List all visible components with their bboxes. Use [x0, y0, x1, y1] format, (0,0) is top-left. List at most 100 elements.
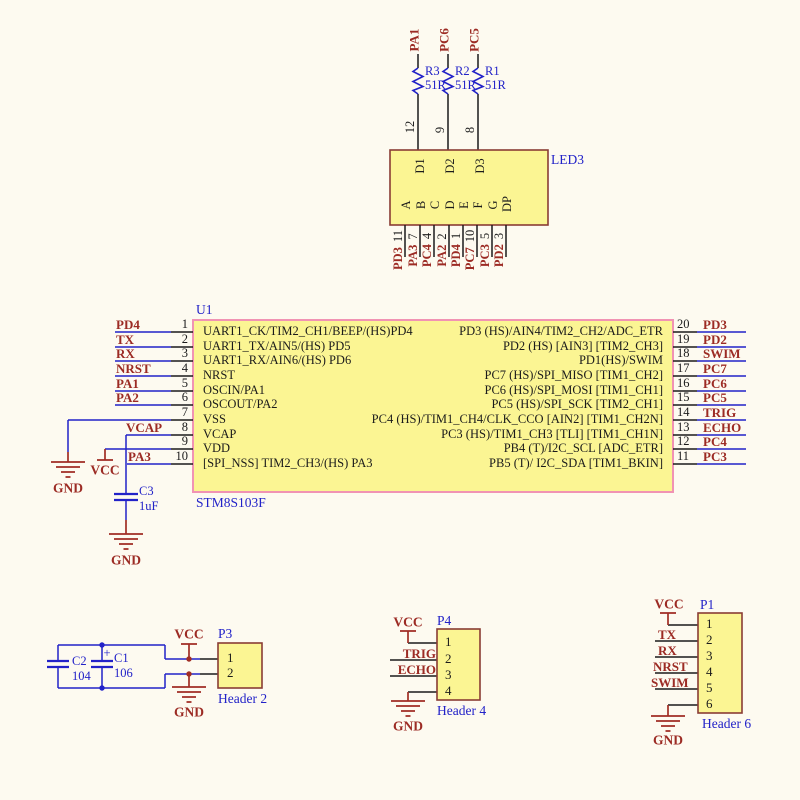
u1-pin-number-14: 14 [677, 405, 690, 419]
p1-body[interactable] [697, 612, 743, 714]
u1-pin-name-4: NRST [203, 368, 235, 382]
led-pin-number-8: 8 [462, 126, 477, 134]
resistor-ref-r2: R2 [455, 64, 470, 78]
p1-pin-3: 3 [706, 648, 713, 663]
led-segment-b: B [413, 200, 428, 210]
vcc-label-p4: VCC [393, 614, 423, 630]
c2-value: 104 [72, 669, 91, 683]
u1-pin-number-16: 16 [677, 376, 690, 390]
led-pin-number-9: 9 [432, 126, 447, 134]
u1-pin-number-10: 10 [175, 449, 189, 463]
p3-type: Header 2 [218, 691, 268, 706]
net-label-pa3: PA3 [128, 449, 151, 464]
p4-type: Header 4 [437, 703, 487, 718]
gnd-symbol-c3 [109, 520, 143, 550]
resistor-value-r2: 51R [455, 78, 476, 92]
p4-pin-3: 3 [445, 667, 452, 682]
c3-value: 1uF [139, 499, 159, 513]
u1-pin-number-1: 1 [181, 317, 188, 331]
c3-ref: C3 [139, 484, 154, 498]
led-bottom-label-0: PD311 [391, 230, 405, 270]
net-label-pc3: PC3 [703, 449, 727, 464]
led3-designator: LED3 [551, 152, 584, 167]
capacitor-plates[interactable] [47, 659, 113, 669]
net-label-tx-p1: TX [658, 627, 677, 642]
u1-pin-name-10: [SPI_NSS] TIM2_CH3/(HS) PA3 [203, 456, 373, 470]
gnd-symbol-p3 [172, 674, 206, 703]
gnd-label-p4: GND [393, 718, 423, 734]
led-bottom-label-5: PC710 [463, 229, 477, 271]
p4-pin-stubs [390, 642, 437, 693]
net-label-trig-p4: TRIG [402, 646, 436, 661]
c1-polarity-plus: + [103, 645, 111, 660]
u1-pin-name-15: PC5 (HS)/SPI_SCK [TIM2_CH1] [491, 397, 663, 411]
led-segment-c: C [427, 200, 442, 210]
u1-pin-name-9: VDD [203, 441, 231, 455]
led-segment-d: D [442, 200, 457, 210]
p4-pin-4: 4 [445, 683, 452, 698]
net-label-rx: RX [116, 346, 135, 361]
junction-dot [99, 642, 105, 648]
u1-pin-number-2: 2 [181, 332, 188, 346]
resistor-symbols[interactable] [411, 67, 485, 95]
led-bottom-label-7: PD23 [492, 232, 506, 268]
net-label-swim-p1: SWIM [651, 675, 689, 690]
u1-pin-stubs [171, 331, 697, 465]
led-digit-d3: D3 [472, 158, 487, 174]
net-label-pd3: PD3 [703, 317, 727, 332]
u1-wires [67, 331, 746, 494]
p4-body[interactable] [436, 628, 481, 701]
resistor-r3 [411, 67, 425, 95]
u1-designator: U1 [196, 302, 213, 317]
c2-ref: C2 [72, 654, 87, 668]
u1-pin-number-6: 6 [181, 390, 188, 404]
led-segment-a: A [398, 200, 413, 210]
resistor-r2 [441, 67, 455, 95]
p1-type: Header 6 [702, 716, 752, 731]
c3-capacitor[interactable] [114, 492, 138, 502]
p4-pin-2: 2 [445, 651, 452, 666]
net-label-swim: SWIM [703, 346, 741, 361]
u1-pin-number-8: 8 [181, 420, 188, 434]
c1-value: 106 [114, 666, 133, 680]
capacitor-c1 [91, 659, 113, 669]
led-segment-f: F [470, 201, 485, 209]
u1-body[interactable] [192, 319, 674, 493]
junction-dot [186, 671, 192, 677]
u1-pin-name-1: UART1_CK/TIM2_CH1/BEEP/(HS)PD4 [203, 324, 413, 338]
junction-dot [99, 685, 105, 691]
resistor-value-r1: 51R [485, 78, 506, 92]
gnd-symbol-p4 [391, 692, 425, 717]
led3-body[interactable] [389, 149, 549, 226]
led-segment-dp: DP [499, 196, 514, 212]
u1-pin-name-16: PC6 (HS)/SPI_MOSI [TIM1_CH1] [484, 383, 664, 397]
vcc-label-p1: VCC [654, 596, 684, 612]
power-symbols-p3 [172, 643, 206, 703]
u1-pin-number-7: 7 [181, 405, 188, 419]
net-label-pc4: PC4 [703, 434, 727, 449]
p3-body[interactable] [217, 642, 263, 689]
led-bottom-label-2: PC44 [420, 232, 434, 268]
net-label-pd2: PD2 [703, 332, 727, 347]
u1-pin-name-7: VSS [203, 412, 226, 426]
u1-pin-name-2: UART1_TX/AIN5/(HS) PD5 [203, 339, 351, 353]
cap-bank-wires [57, 644, 200, 689]
u1-pin-name-6: OSCOUT/PA2 [203, 397, 278, 411]
gnd-symbol-vss [51, 452, 85, 478]
resistor-value-r3: 51R [425, 78, 446, 92]
u1-pin-name-17: PC7 (HS)/SPI_MISO [TIM1_CH2] [484, 368, 664, 382]
resistor-ref-r3: R3 [425, 64, 440, 78]
net-label-trig: TRIG [703, 405, 737, 420]
u1-pin-number-20: 20 [677, 317, 690, 331]
u1-pin-name-5: OSCIN/PA1 [203, 383, 266, 397]
u1-pin-number-17: 17 [677, 361, 690, 375]
p3-pin-2: 2 [227, 665, 234, 680]
u1-pin-name-11: PB5 (T)/ I2C_SDA [TIM1_BKIN] [489, 456, 663, 470]
capacitor-c2 [47, 659, 69, 669]
resistor-ref-r1: R1 [485, 64, 500, 78]
gnd-label-vss: GND [53, 480, 83, 496]
p1-pin-4: 4 [706, 664, 713, 679]
led-pin-number-12: 12 [402, 120, 417, 134]
